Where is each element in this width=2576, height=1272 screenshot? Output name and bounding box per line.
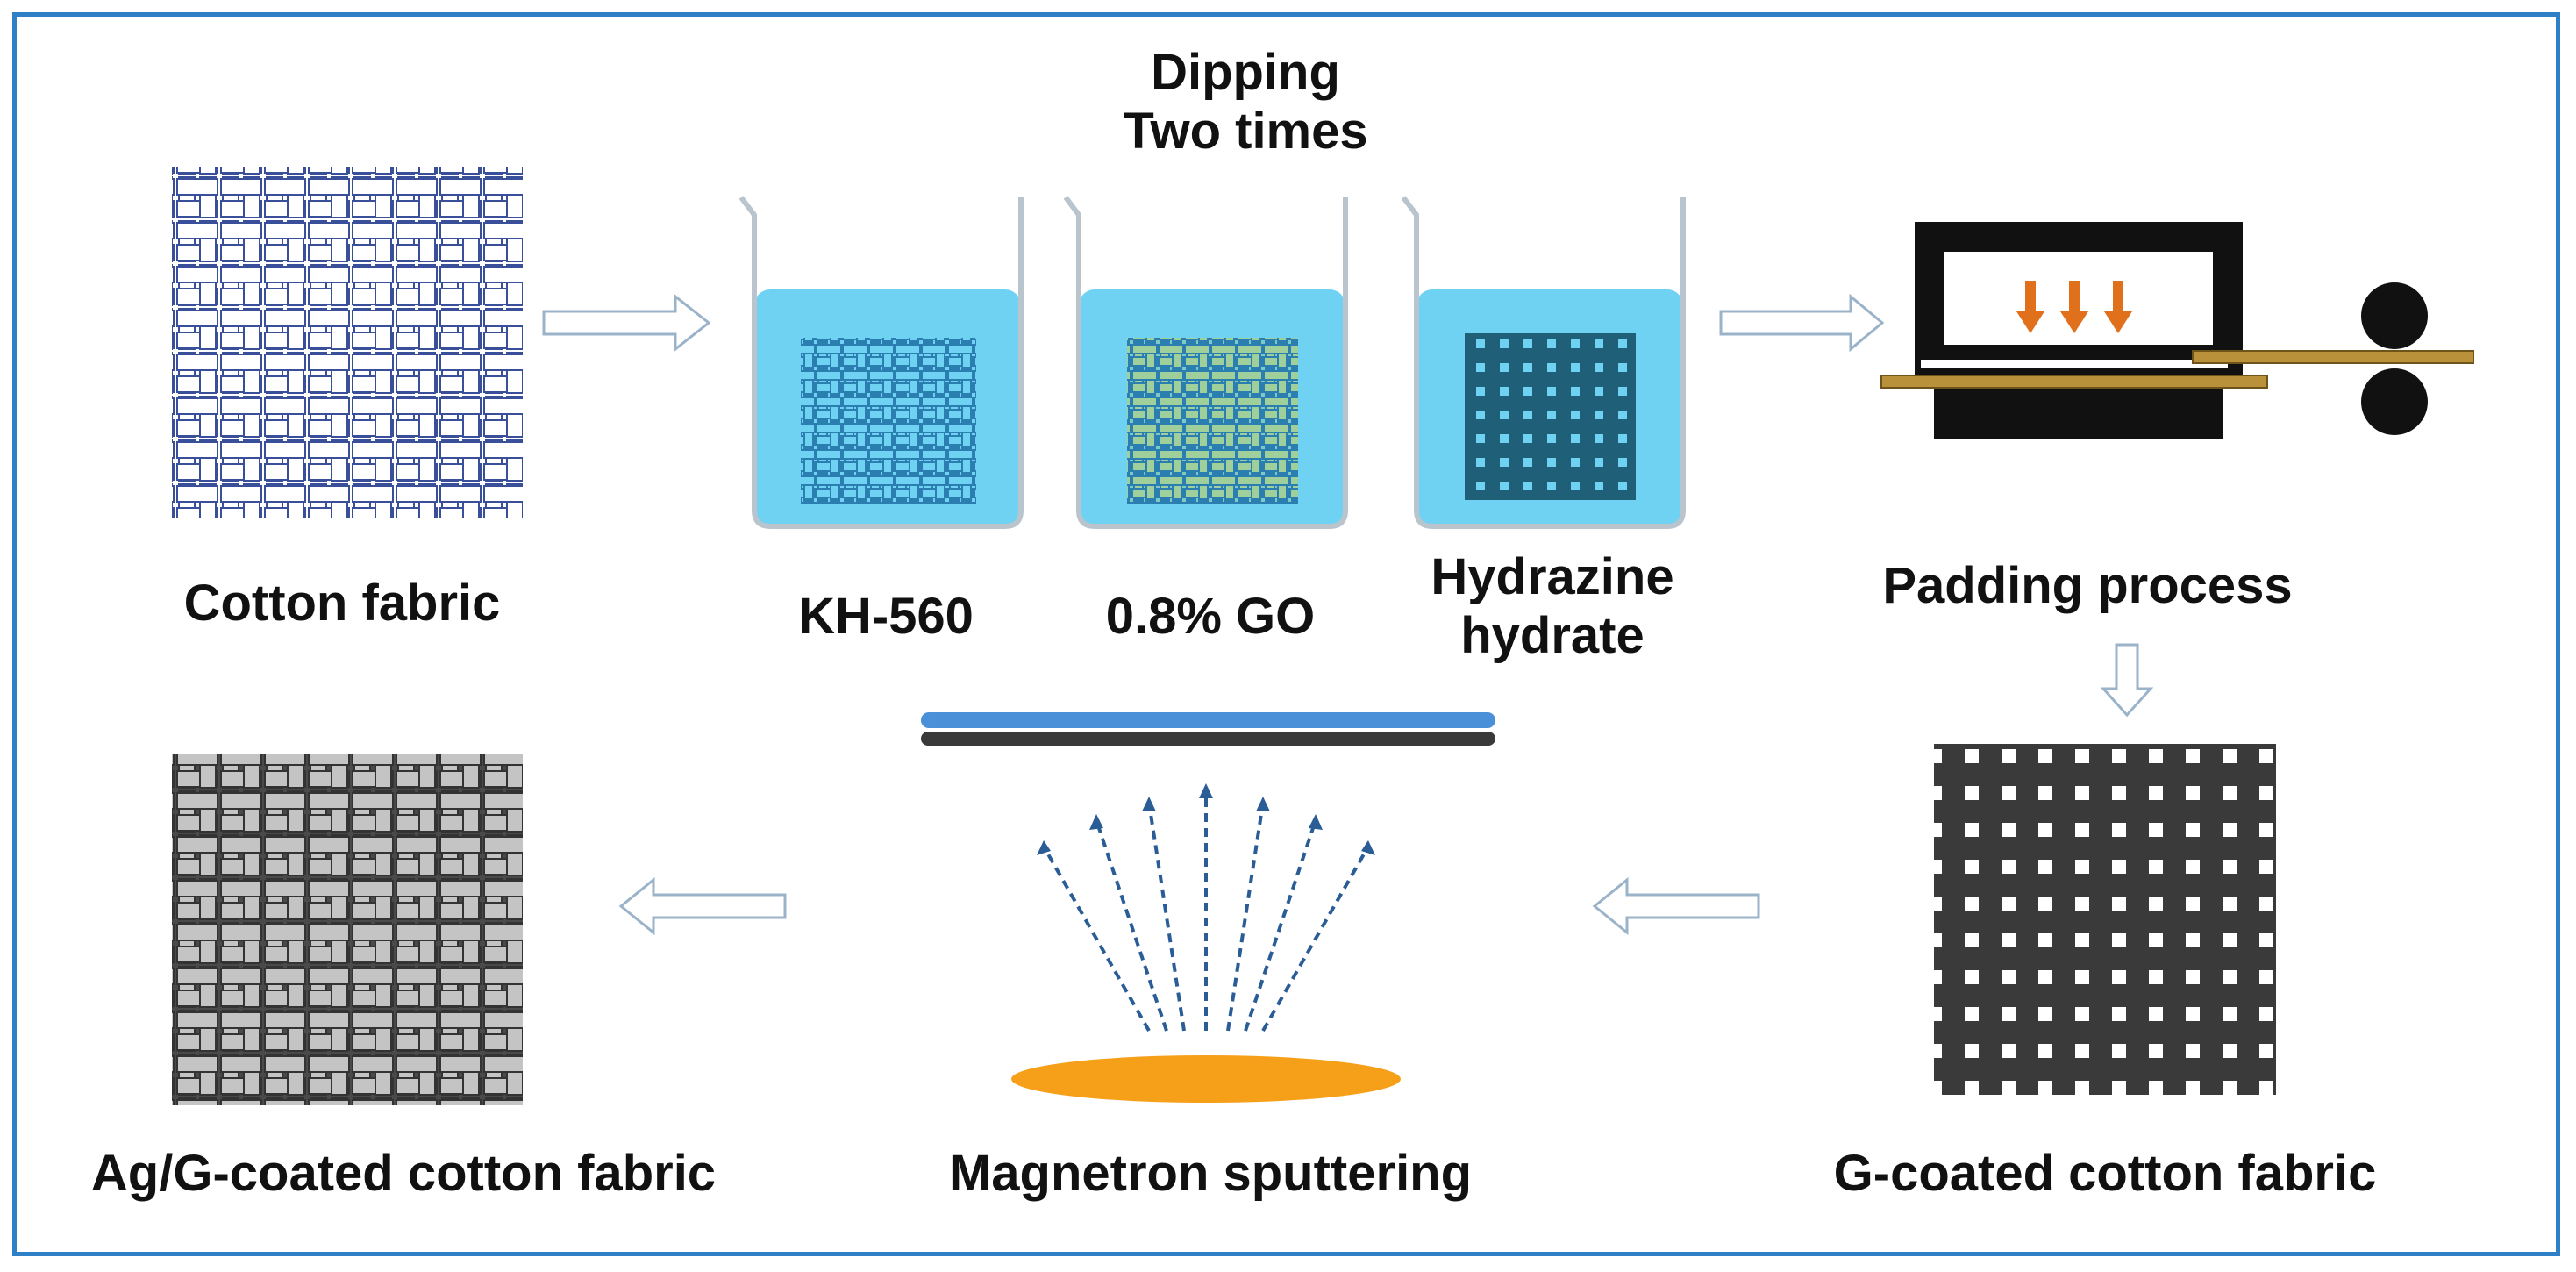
cotton-fabric-swatch: [172, 167, 523, 518]
arrow-left-icon: [1592, 876, 1760, 936]
arrow-left-icon: [618, 876, 787, 936]
padding-machine: [1880, 222, 2474, 439]
magnetron-sputtering: [921, 712, 1495, 1103]
press-arrows-icon: [2016, 281, 2132, 333]
arrow-right-icon: [542, 293, 711, 353]
arrow-right-icon: [1719, 293, 1885, 353]
beaker-go: [1063, 196, 1348, 529]
label-dipping-line1: Dipping: [1151, 44, 1340, 101]
label-dipping-line2: Two times: [1123, 102, 1368, 160]
label-g-coated: G-coated cotton fabric: [1833, 1145, 2377, 1202]
beaker-kh560: [739, 196, 1024, 529]
label-hydrazine: Hydrazine hydrate: [1368, 548, 1737, 665]
g-coated-fabric-swatch: [1934, 744, 2276, 1095]
label-go: 0.8% GO: [1105, 588, 1316, 645]
label-padding-process: Padding process: [1882, 557, 2293, 614]
label-hydrazine-line2: hydrate: [1460, 606, 1645, 664]
label-cotton-fabric: Cotton fabric: [183, 575, 501, 632]
label-hydrazine-line1: Hydrazine: [1431, 548, 1674, 605]
label-dipping: Dipping Two times: [1035, 44, 1456, 161]
label-kh560: KH-560: [798, 588, 974, 645]
label-magnetron: Magnetron sputtering: [948, 1145, 1473, 1202]
label-ag-g-coated: Ag/G-coated cotton fabric: [90, 1145, 717, 1202]
beaker-hydrazine: [1401, 196, 1686, 529]
ag-g-coated-fabric-swatch: [172, 754, 523, 1105]
arrow-down-icon: [2100, 643, 2154, 718]
